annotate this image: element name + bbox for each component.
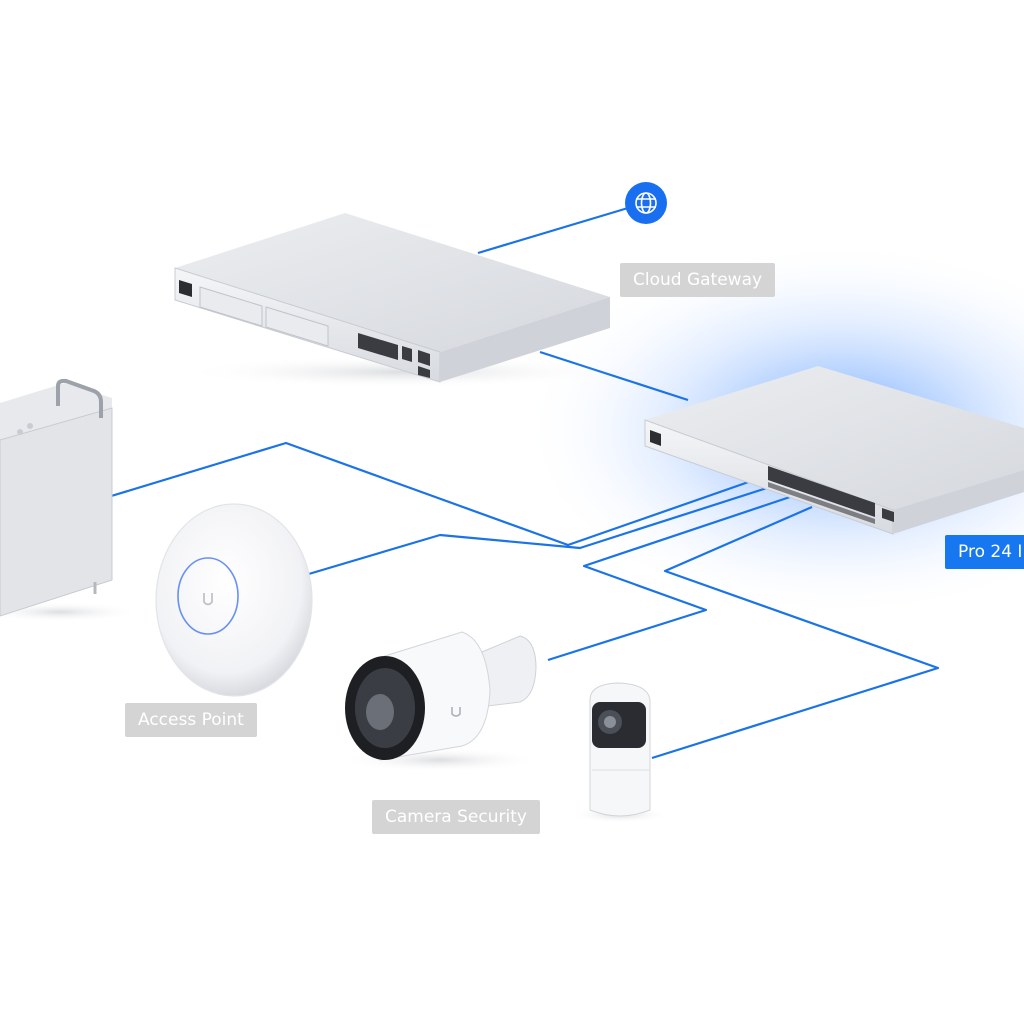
camera-security-label: Camera Security [372,800,540,834]
server-handle [56,378,103,418]
switch-device [644,366,1024,535]
access-point-device [155,503,313,697]
globe-icon [635,192,657,214]
link-gateway-internet [477,206,629,255]
dome-camera-device [570,682,670,823]
server-device [0,378,140,622]
internet-badge [625,182,667,224]
link-gateway-switch [539,350,689,402]
access-point-label: Access Point [125,703,257,737]
cloud-gateway-label: Cloud Gateway [620,263,776,297]
link-dome-switch [651,505,940,760]
network-links [107,206,940,760]
link-server-switch [107,441,761,547]
link-ap-switch [301,485,771,578]
switch-label: Pro 24 I [945,535,1024,569]
bullet-camera-device [340,631,540,772]
cloud-gateway-device [174,213,620,388]
link-camera-switch [547,495,791,662]
